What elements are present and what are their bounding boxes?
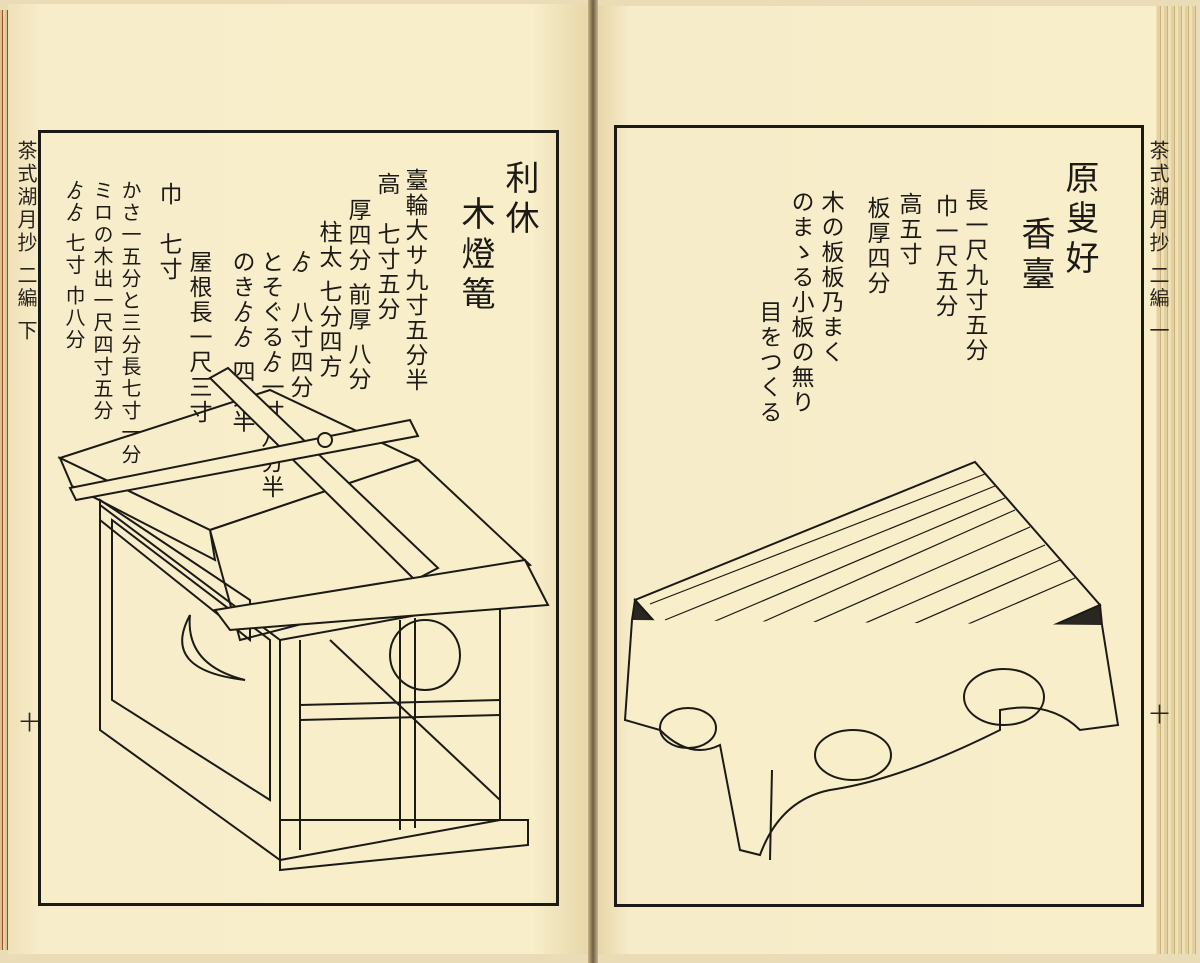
- right-text-line: 目をつくる: [755, 300, 781, 425]
- right-text-line: 巾一尺五分: [931, 194, 957, 319]
- right-text-line: 木の板板乃まく: [817, 190, 843, 365]
- left-margin-title: 茶式湖月抄 二編 下: [14, 140, 38, 343]
- left-text-line: 高 七寸五分: [373, 172, 399, 322]
- left-text-line: ゟ 八寸四分: [286, 250, 312, 400]
- right-page: [596, 6, 1156, 954]
- left-author: 利休: [499, 160, 539, 240]
- right-page-frame: [614, 125, 1144, 907]
- book-page-edges-right: [1150, 6, 1196, 954]
- right-margin-title: 茶式湖月抄 二編 一: [1146, 140, 1170, 343]
- right-text-line: のまゝる小板の無り: [787, 190, 813, 415]
- left-text-line: 柱太 七分四方: [315, 220, 341, 380]
- left-text-line: 巾 七寸: [155, 182, 181, 282]
- book-gutter: [588, 0, 598, 963]
- right-item-title: 香臺: [1015, 216, 1055, 296]
- left-text-line: 臺輪大サ九寸五分半: [401, 168, 427, 393]
- left-text-line: 屋根長一尺三寸: [185, 250, 211, 425]
- right-page-number: 十: [1146, 704, 1170, 727]
- right-text-line: 高五寸: [895, 192, 921, 267]
- left-item-title: 木燈篭: [455, 196, 495, 316]
- left-text-line: 厚四分 前厚 八分: [344, 198, 370, 392]
- left-page-number: 十: [16, 712, 40, 735]
- left-text-line: かさ一五分と三分長七寸一分: [118, 180, 142, 466]
- left-text-line: ゟゟ 七寸 巾八分: [62, 180, 86, 351]
- right-text-line: 板厚四分: [863, 196, 889, 296]
- left-page-frame: [38, 130, 559, 906]
- left-text-line: ミロの木出一尺四寸五分: [90, 180, 114, 422]
- right-author: 原叟好: [1059, 160, 1099, 280]
- right-text-line: 長一尺九寸五分: [961, 188, 987, 363]
- incense-stand-illustration: [623, 460, 1120, 861]
- wooden-lantern-illustration: [57, 366, 550, 872]
